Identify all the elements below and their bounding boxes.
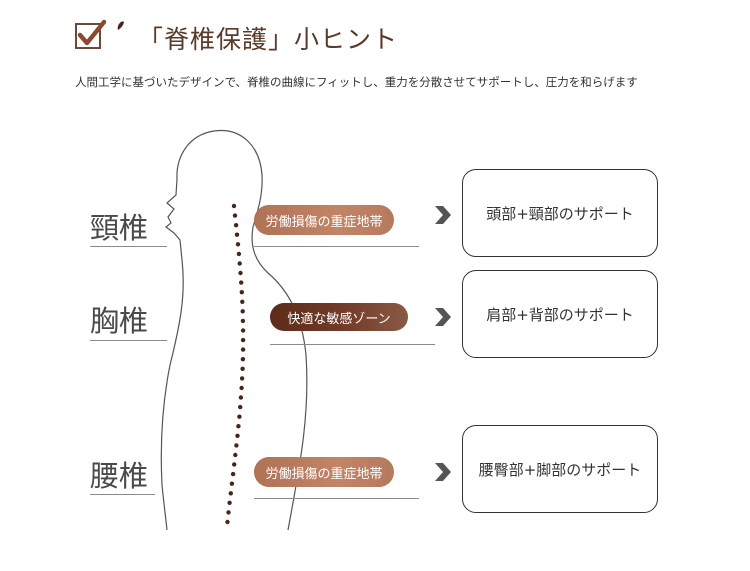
spine-dot: [236, 251, 242, 257]
spine-dot: [238, 395, 244, 400]
spine-dot: [233, 223, 239, 228]
lumbar-label: 腰椎: [90, 459, 149, 493]
spine-dot: [240, 337, 246, 343]
lumbar-tag: 労働損傷の重症地帯: [254, 457, 394, 487]
spine-dot: [239, 290, 244, 295]
spine-dot: [225, 519, 230, 525]
chevron-right-icon: [435, 308, 451, 326]
spine-dot: [235, 242, 241, 247]
cervical-tag: 労働損傷の重症地帯: [254, 205, 394, 235]
thoracic-support-box: 肩部+背部のサポート: [462, 270, 658, 358]
spine-dot: [240, 309, 245, 314]
spine-dot: [240, 347, 246, 352]
spine-dot: [240, 318, 246, 324]
spine-dot: [237, 261, 242, 266]
thoracic-tag: 快適な敏感ゾーン: [270, 303, 408, 331]
cervical-label: 頸椎: [90, 211, 149, 245]
lumbar-rule: [90, 494, 155, 495]
spine-dot: [228, 491, 233, 496]
spine-dot: [227, 500, 232, 505]
cervical-support-box: 頭部+頸部のサポート: [462, 169, 658, 257]
spine-dot: [234, 443, 239, 448]
cervical-rule: [90, 246, 167, 247]
spine-dot: [230, 471, 236, 477]
spine-dot: [234, 232, 240, 237]
chevron-right-icon: [435, 463, 451, 481]
page-title: 「脊椎保護」小ヒント: [138, 25, 399, 54]
spine-dot: [233, 452, 238, 458]
lumbar-tag-rule: [254, 498, 419, 499]
check-icon: [74, 18, 124, 52]
spine-dot: [237, 414, 242, 419]
spine-dot: [240, 299, 245, 304]
spine-dot: [232, 213, 238, 218]
spine-dot: [239, 376, 245, 381]
spine-dot: [238, 270, 243, 276]
chevron-right-icon: [435, 206, 451, 224]
spine-dot: [235, 433, 240, 438]
lumbar-support-box: 腰臀部+脚部のサポート: [462, 425, 658, 513]
thoracic-label: 胸椎: [90, 304, 149, 338]
spine-dot: [240, 357, 246, 362]
front-outline: [160, 259, 184, 531]
page-subtitle: 人間工学に基づいたデザインで、脊椎の曲線にフィットし、重力を分散させてサポートし…: [75, 75, 638, 89]
spine-dot: [238, 404, 243, 410]
spine-dot: [229, 481, 235, 486]
spine-dot: [232, 462, 237, 467]
spine-dot: [240, 366, 245, 371]
thoracic-rule: [90, 340, 167, 341]
cervical-tag-rule: [254, 246, 419, 247]
spine-dot: [236, 424, 241, 429]
spine-dots: [225, 203, 246, 525]
spine-dot: [239, 280, 244, 285]
spine-dot: [231, 203, 237, 209]
spine-dot: [240, 328, 246, 333]
spine-dot: [226, 510, 231, 515]
spine-dot: [239, 385, 244, 391]
thoracic-tag-rule: [270, 344, 435, 345]
